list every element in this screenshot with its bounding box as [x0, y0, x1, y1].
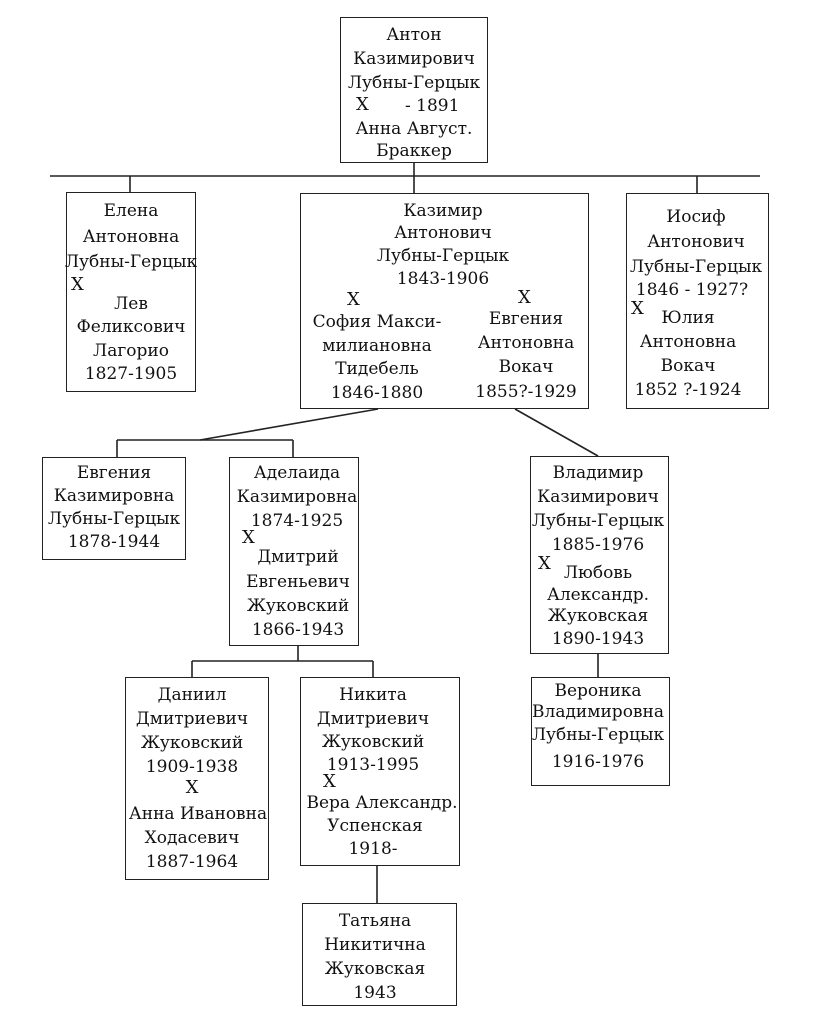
- connector-first-marriage-diag: [199, 408, 379, 441]
- elena-spouse-line-3: Лагорио: [93, 341, 169, 361]
- person-box-adelaida: [229, 457, 359, 646]
- nikita-name-line-1: Никита: [339, 685, 407, 705]
- elena-spouse-line-4: 1827-1905: [84, 364, 178, 384]
- tatiana-name-line-1: Татьяна: [338, 911, 412, 931]
- tatiana-name-line-2: Никитична: [324, 935, 426, 955]
- iosif-spouse-line-3: Вокач: [660, 356, 716, 376]
- kazimir-spouse1-line-4: 1846-1880: [330, 383, 424, 403]
- anton-name-line-1: Антон: [386, 25, 442, 45]
- vladimir-spouse-line-3: Жуковская: [547, 606, 649, 626]
- kazimir-name-line-2: Антонович: [394, 223, 492, 243]
- anton-years: - 1891: [405, 96, 460, 116]
- vladimir-spouse-line-4: 1890-1943: [551, 629, 645, 649]
- vladimir-name-line-1: Владимир: [552, 463, 644, 483]
- evgenia-k-name-line-4: 1878-1944: [67, 532, 161, 552]
- kazimir-marriage-mark-2: X: [518, 287, 531, 308]
- kazimir-name-line-1: Казимир: [403, 201, 483, 221]
- nikita-name-line-4: 1913-1995: [326, 755, 420, 775]
- vladimir-spouse-line-1: Любовь: [563, 563, 633, 583]
- connector-second-marriage-diag: [514, 408, 599, 457]
- person-box-elena: [66, 192, 196, 392]
- daniil-name-line-2: Дмитриевич: [135, 709, 249, 729]
- anton-spouse-line-1: Анна Август.: [355, 119, 473, 139]
- elena-name-line-1: Елена: [103, 201, 159, 221]
- person-box-vladimir: [530, 456, 669, 654]
- vladimir-spouse-line-2: Александр.: [546, 585, 650, 605]
- elena-name-line-3: Лубны-Герцык: [64, 252, 198, 272]
- veronika-name-line-2: Владимировна: [532, 702, 664, 722]
- daniil-marriage-mark: X: [185, 777, 199, 798]
- iosif-spouse-line-2: Антоновна: [639, 332, 737, 352]
- iosif-spouse-line-4: 1852 ?-1924: [634, 380, 742, 400]
- adelaida-spouse-line-1: Дмитрий: [257, 547, 339, 567]
- adelaida-spouse-line-3: Жуковский: [246, 596, 350, 616]
- iosif-name-line-2: Антонович: [647, 232, 745, 252]
- evgenia-k-name-line-1: Евгения: [76, 463, 152, 483]
- person-box-evgenia-kazimirovna: [42, 457, 186, 560]
- adelaida-name-line-2: Казимировна: [236, 487, 358, 507]
- iosif-name-line-1: Иосиф: [666, 207, 726, 227]
- daniil-spouse-line-3: 1887-1964: [145, 852, 239, 872]
- iosif-marriage-mark: X: [631, 298, 644, 319]
- person-box-kazimir: [300, 193, 589, 409]
- veronika-name-line-1: Вероника: [554, 681, 642, 701]
- person-box-veronika: [531, 677, 670, 786]
- evgenia-k-name-line-3: Лубны-Герцык: [47, 509, 181, 529]
- anton-name-line-2: Казимирович: [353, 49, 475, 69]
- kazimir-marriage-mark-1: X: [347, 289, 360, 310]
- nikita-name-line-3: Жуковский: [321, 732, 425, 752]
- vladimir-name-line-3: Лубны-Герцык: [531, 511, 665, 531]
- elena-spouse-line-2: Феликсович: [76, 317, 186, 337]
- iosif-name-line-4: 1846 - 1927?: [635, 280, 749, 300]
- person-box-iosif: [626, 193, 769, 409]
- nikita-spouse-line-3: 1918-: [348, 839, 398, 859]
- kazimir-name-line-3: Лубны-Герцык: [376, 246, 510, 266]
- iosif-name-line-3: Лубны-Герцык: [629, 257, 763, 277]
- vladimir-name-line-2: Казимирович: [537, 487, 659, 507]
- veronika-name-line-4: 1916-1976: [551, 752, 645, 772]
- kazimir-spouse2-line-1: Евгения: [488, 309, 564, 329]
- kazimir-spouse1-line-3: Тидебель: [335, 359, 419, 379]
- vladimir-marriage-mark: X: [538, 553, 551, 574]
- person-box-tatiana: [302, 903, 457, 1006]
- nikita-name-line-2: Дмитриевич: [316, 709, 430, 729]
- anton-marriage-mark: X: [356, 94, 369, 115]
- anton-spouse-line-2: Браккер: [376, 141, 452, 161]
- nikita-marriage-mark: X: [323, 771, 336, 792]
- kazimir-spouse2-line-3: Вокач: [498, 357, 554, 377]
- adelaida-spouse-line-4: 1866-1943: [251, 620, 345, 640]
- iosif-spouse-line-1: Юлия: [661, 308, 715, 328]
- kazimir-spouse2-line-4: 1855?-1929: [475, 382, 577, 402]
- evgenia-k-name-line-2: Казимировна: [53, 486, 175, 506]
- elena-spouse-line-1: Лев: [114, 294, 148, 314]
- kazimir-name-line-4: 1843-1906: [396, 269, 490, 289]
- person-box-nikita: [300, 677, 460, 866]
- person-box-daniil: [125, 677, 269, 880]
- kazimir-spouse2-line-2: Антоновна: [477, 333, 575, 353]
- kazimir-spouse1-line-1: София Макси-: [312, 312, 442, 332]
- elena-marriage-mark: X: [71, 274, 84, 295]
- kazimir-spouse1-line-2: милиановна: [322, 336, 432, 356]
- anton-name-line-3: Лубны-Герцык: [347, 73, 481, 93]
- adelaida-name-line-1: Аделаида: [253, 463, 341, 483]
- daniil-name-line-4: 1909-1938: [145, 757, 239, 777]
- elena-name-line-2: Антоновна: [82, 227, 180, 247]
- vladimir-name-line-4: 1885-1976: [551, 535, 645, 555]
- tatiana-name-line-4: 1943: [353, 983, 397, 1003]
- nikita-spouse-line-1: Вера Александр.: [306, 793, 458, 813]
- adelaida-name-line-3: 1874-1925: [250, 511, 344, 531]
- adelaida-marriage-mark: X: [242, 527, 255, 548]
- daniil-spouse-line-1: Анна Ивановна: [128, 804, 268, 824]
- nikita-spouse-line-2: Успенская: [327, 816, 423, 836]
- daniil-spouse-line-2: Ходасевич: [144, 828, 240, 848]
- adelaida-spouse-line-2: Евгеньевич: [246, 572, 350, 592]
- person-box-anton: [340, 17, 488, 163]
- veronika-name-line-3: Лубны-Герцык: [531, 725, 665, 745]
- daniil-name-line-3: Жуковский: [140, 733, 244, 753]
- daniil-name-line-1: Даниил: [157, 685, 227, 705]
- tatiana-name-line-3: Жуковская: [324, 959, 426, 979]
